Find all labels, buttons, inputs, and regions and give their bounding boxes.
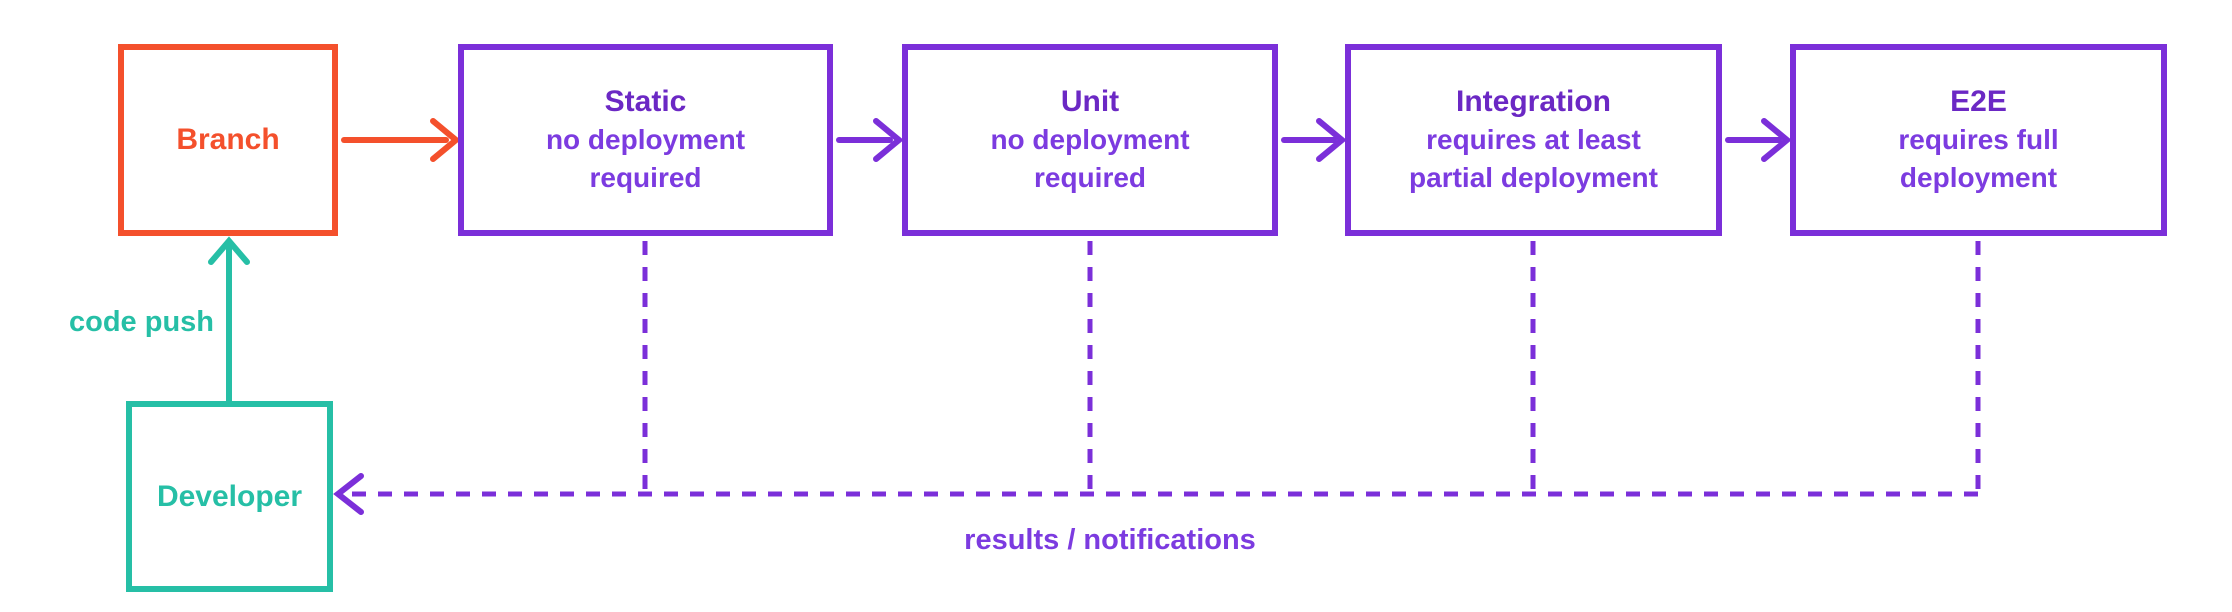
- node-developer: Developer: [126, 401, 333, 592]
- arrow-unit-to-integration-head: [1319, 121, 1342, 159]
- node-unit: Unit no deployment required: [902, 44, 1278, 236]
- node-static-subtitle-line2: required: [589, 162, 702, 193]
- node-e2e: E2E requires full deployment: [1790, 44, 2167, 236]
- node-integration-title: Integration: [1456, 85, 1611, 118]
- node-static: Static no deployment required: [458, 44, 833, 236]
- node-unit-title: Unit: [1060, 85, 1120, 118]
- dashed-results-arrow-head: [338, 476, 361, 512]
- edge-label-code-push: code push: [68, 306, 214, 338]
- arrow-branch-to-static-head: [433, 121, 456, 159]
- arrow-developer-to-branch-head: [211, 241, 247, 262]
- node-integration: Integration requires at least partial de…: [1345, 44, 1722, 236]
- node-unit-subtitle-line2: required: [1033, 162, 1147, 193]
- node-static-title: Static: [604, 85, 687, 118]
- node-integration-subtitle-line2: partial deployment: [1409, 162, 1658, 193]
- arrow-integration-to-e2e-head: [1764, 121, 1787, 159]
- node-branch-label: Branch: [176, 123, 280, 156]
- node-developer-label: Developer: [156, 479, 303, 513]
- node-integration-subtitle-line1: requires at least: [1426, 124, 1641, 155]
- node-branch: Branch: [118, 44, 338, 236]
- edge-label-results-notifications: results / notifications: [964, 524, 1256, 556]
- node-e2e-title: E2E: [1950, 85, 2007, 118]
- node-e2e-subtitle-line2: deployment: [1899, 162, 2058, 193]
- node-unit-subtitle-line1: no deployment: [990, 124, 1190, 155]
- arrow-static-to-unit-head: [876, 121, 899, 159]
- node-e2e-subtitle-line1: requires full: [1898, 124, 2059, 155]
- node-static-subtitle-line1: no deployment: [545, 124, 746, 155]
